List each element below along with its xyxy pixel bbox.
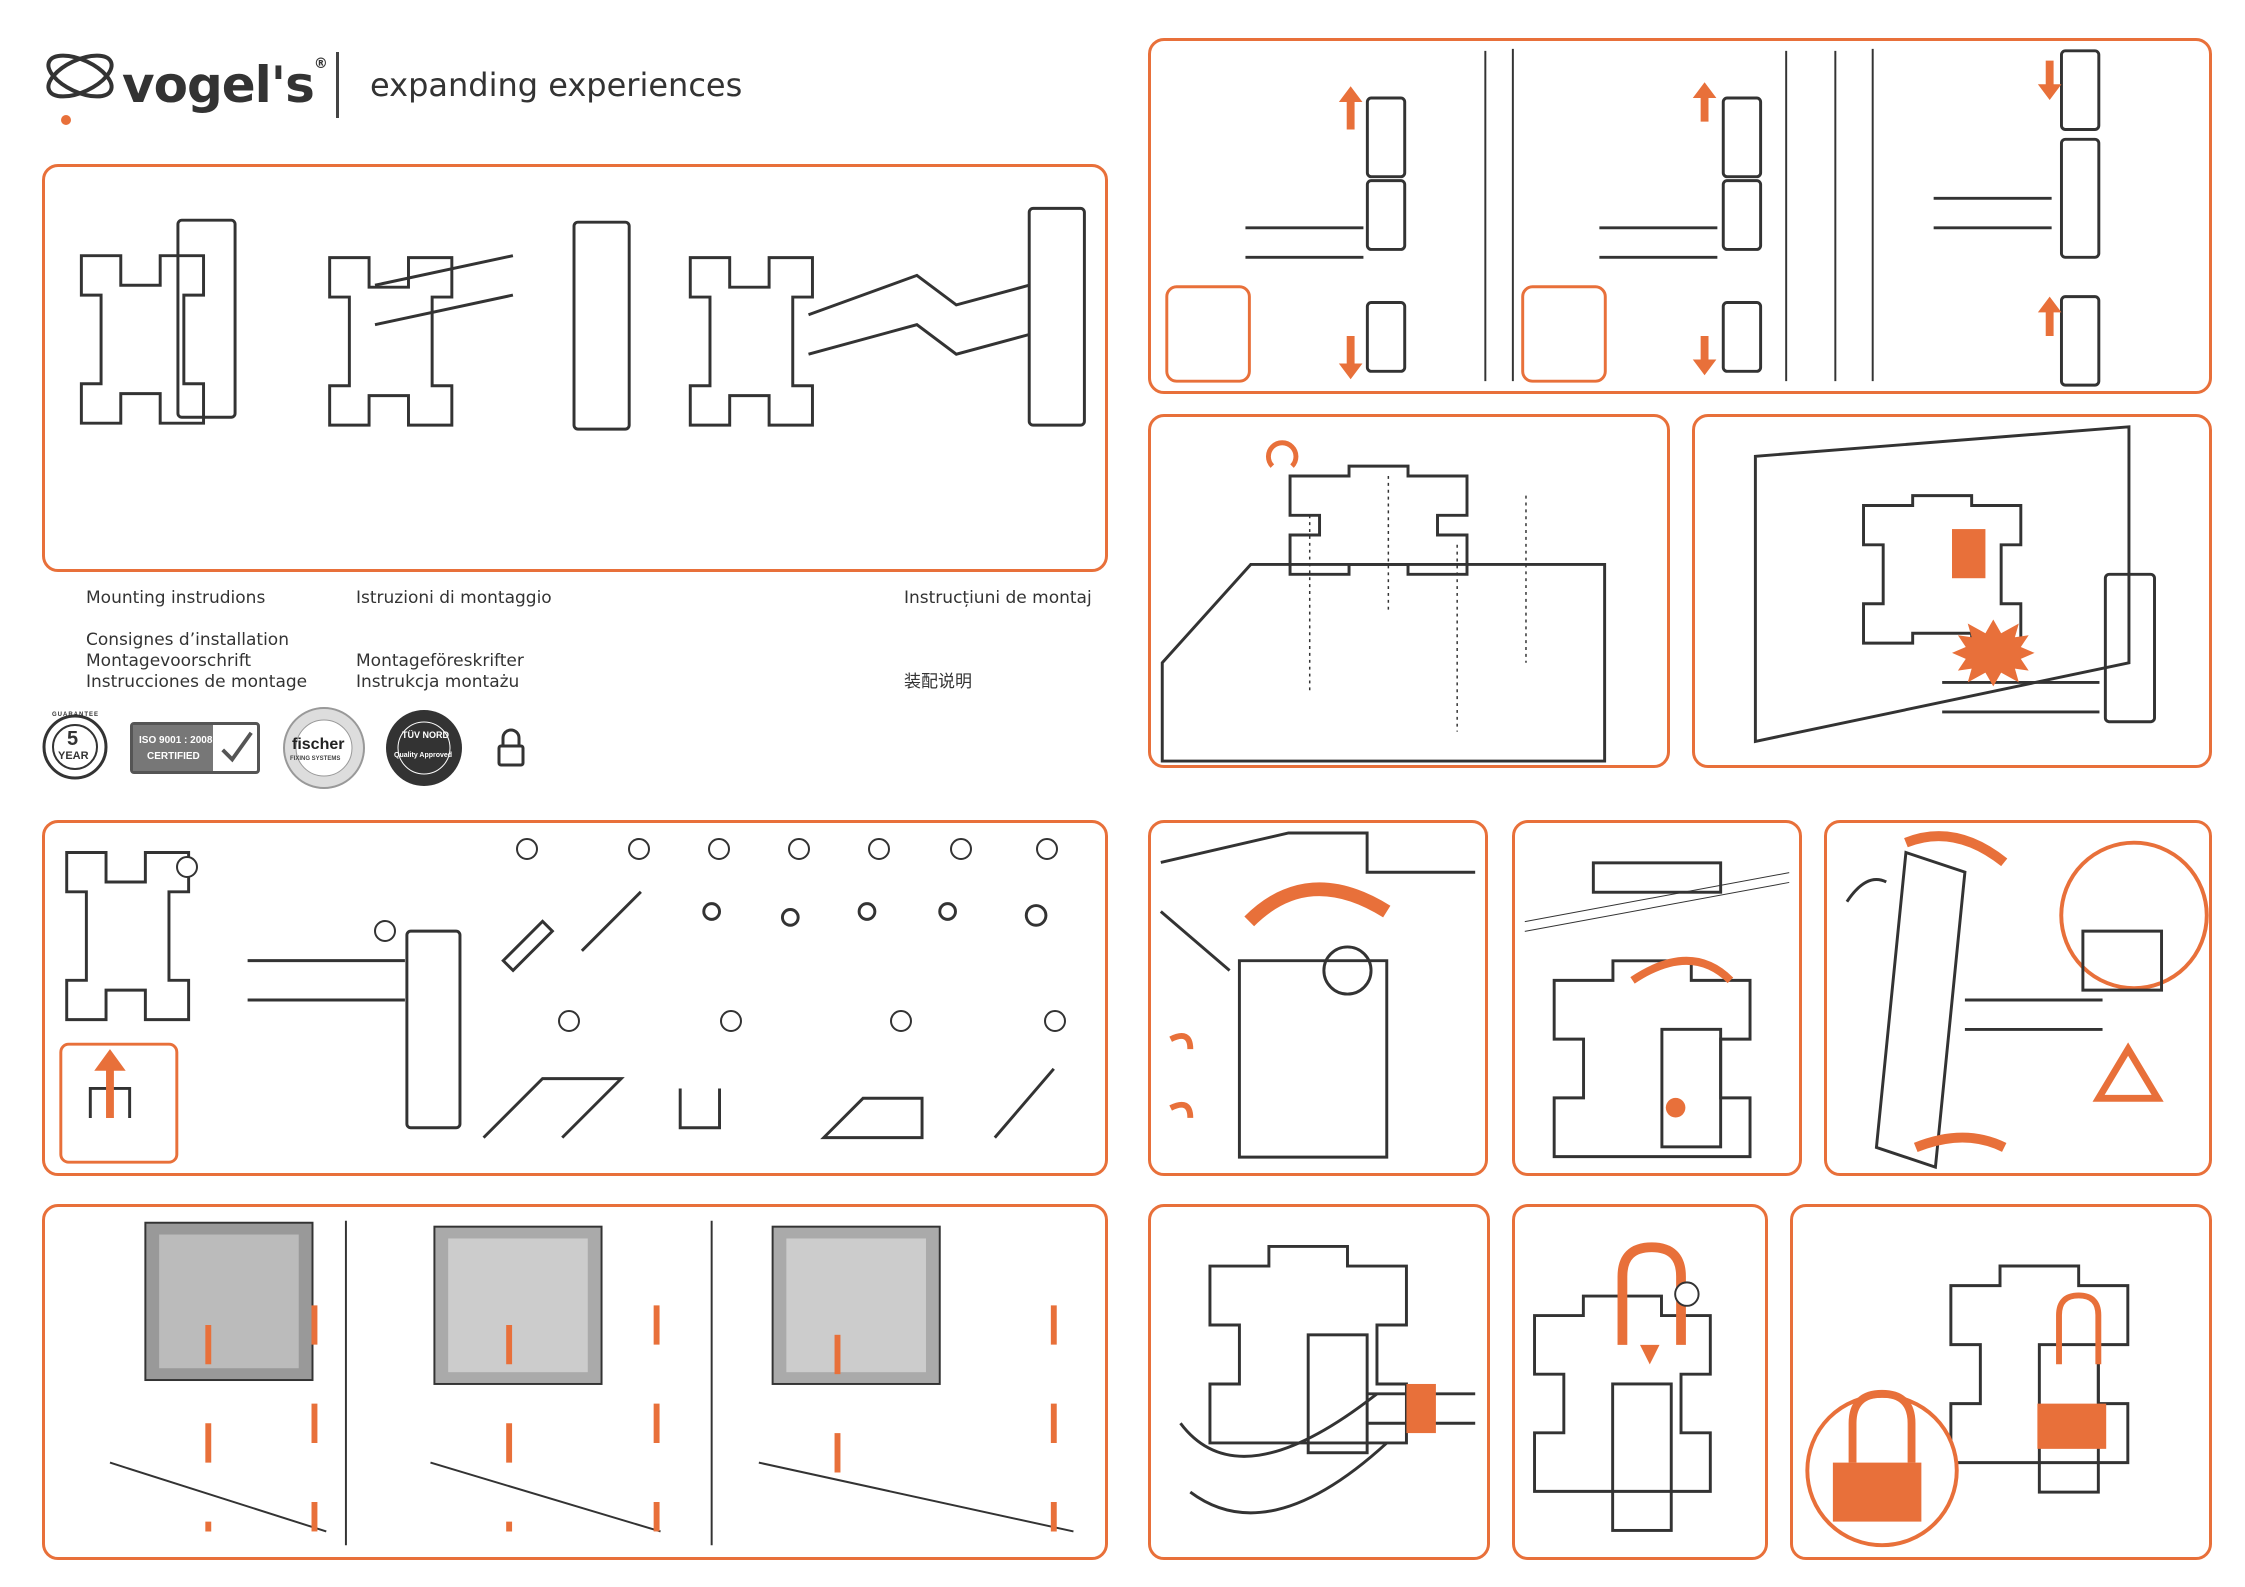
arrow-up-icon (1338, 86, 1363, 130)
part-marker (890, 1010, 912, 1032)
lang-ro: Instrucțiuni de montaj (904, 588, 1092, 608)
arrow-up-icon (1692, 82, 1717, 122)
arrow-down-icon (2037, 60, 2062, 100)
arrow-down-icon (1692, 335, 1717, 376)
wall-mount-panel (1148, 38, 2212, 394)
wall-mount-illustration (1165, 48, 2101, 387)
lock-icon (2037, 1403, 2107, 1449)
parts-illustration (59, 851, 1055, 1164)
lang-pl: Instrukcja montażu (356, 672, 520, 692)
product-overview-illustration (79, 206, 1086, 431)
part-marker (868, 838, 890, 860)
level-adjust-panel (1512, 820, 1802, 1176)
hang-tv-illustration (1753, 425, 2156, 744)
brand-tagline: expanding experiences (370, 66, 743, 104)
positioning-panel (42, 1204, 1108, 1560)
lang-zh: 装配说明 (904, 672, 972, 692)
cable-management-illustration (1179, 1244, 1476, 1515)
plate-to-tv-illustration (1160, 440, 1607, 763)
logo-divider (336, 52, 339, 118)
padlock-panel (1790, 1204, 2212, 1560)
warning-triangle-icon (2092, 1042, 2164, 1102)
part-marker (1036, 838, 1058, 860)
arrow-up-icon (2037, 296, 2062, 336)
brand-name: vogel's® (122, 56, 328, 114)
tuv-badge: TÜV NORD Quality Approved (384, 708, 464, 788)
lang-es: Instrucciones de montage (86, 672, 308, 692)
rotate-arrow-icon (1244, 882, 1391, 927)
arrow-up-icon (94, 1049, 126, 1118)
rotate-arrow-icon (1266, 440, 1299, 468)
lang-it: Istruzioni di montaggio (356, 588, 552, 608)
lang-nl: Montagevoorschrift (86, 651, 252, 671)
rotate-arrow-icon (1904, 831, 2008, 867)
parts-panel (42, 820, 1108, 1176)
part-marker (720, 1010, 742, 1032)
part-marker (788, 838, 810, 860)
check-icon (221, 731, 253, 763)
part-marker (628, 838, 650, 860)
product-overview-panel (42, 164, 1108, 572)
cable-management-panel (1148, 1204, 1490, 1560)
part-marker (1044, 1010, 1066, 1032)
iso-badge: ISO 9001 : 2008 CERTIFIED (130, 722, 260, 774)
tilt-warning-illustration (1845, 831, 2209, 1170)
padlock-illustration (1805, 1264, 2130, 1548)
part-marker (708, 838, 730, 860)
level-adjust-illustration (1524, 861, 1790, 1159)
part-marker (516, 838, 538, 860)
tilt-warning-panel (1824, 820, 2212, 1176)
part-marker (374, 920, 396, 942)
lang-fr: Consignes d’installation (86, 630, 289, 650)
vogels-logo (46, 53, 114, 125)
part-marker (950, 838, 972, 860)
rotate-arrow-icon (1630, 957, 1734, 984)
lang-sv: Montageföreskrifter (356, 651, 524, 671)
arrow-down-icon (1338, 335, 1363, 380)
fischer-badge: fischer FIXING SYSTEMS (282, 706, 366, 790)
tilt-adjust-panel (1148, 820, 1488, 1176)
positioning-illustration (109, 1220, 1074, 1546)
lang-en: Mounting instrudions (86, 588, 266, 608)
security-clip-illustration (1533, 1242, 1712, 1532)
security-clip-panel (1512, 1204, 1768, 1560)
part-marker (558, 1010, 580, 1032)
tilt-adjust-illustration (1159, 831, 1476, 1159)
warranty-badge: 5 YEAR GUARANTEE (42, 712, 108, 780)
hang-tv-panel (1692, 414, 2212, 768)
part-marker (176, 856, 198, 878)
plate-to-tv-panel (1148, 414, 1670, 768)
arrow-down-icon (1640, 1344, 1660, 1365)
lock-icon (497, 728, 525, 767)
